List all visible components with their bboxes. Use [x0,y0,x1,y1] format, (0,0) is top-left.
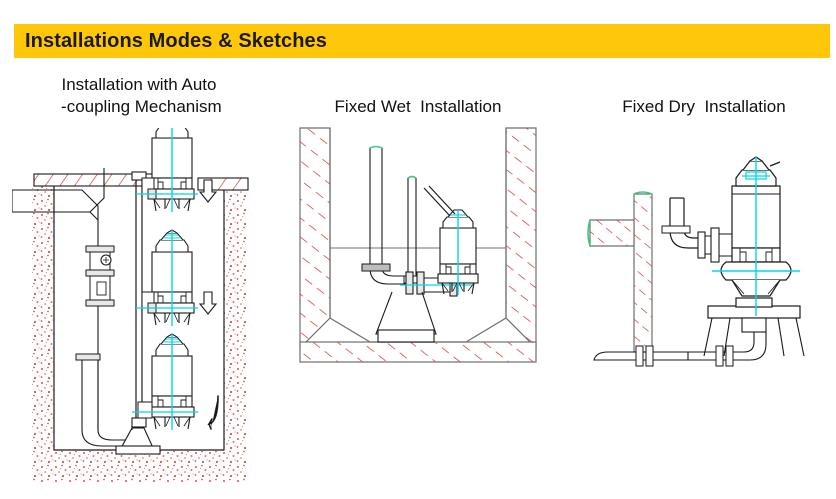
pump-pedestal [375,291,437,343]
pipe-flange [697,227,734,263]
discharge-pipe [12,168,105,430]
sketch-fixed-dry [578,120,828,372]
submersible-pump [711,155,801,317]
sketch-fixed-wet [296,120,540,366]
panel-heading-fixed-dry: Fixed Dry Installation [622,97,786,116]
coupling-engage-arrow [207,395,219,430]
tank-outline [329,128,507,343]
concrete-top-slab [33,173,249,191]
sketch-auto-coupling [12,128,268,494]
submersible-pump [132,333,198,431]
page-title: Installations Modes & Sketches [25,29,327,52]
lifting-chain [423,185,456,217]
submersible-pump [136,229,198,327]
discharge-pipe [593,332,767,367]
title-banner: Installations Modes & Sketches [14,24,830,58]
panel-heading-fixed-wet: Fixed Wet Installation [334,97,502,116]
concrete-wall-hatch [299,127,537,363]
discharge-pipe [661,197,700,249]
concrete-wall-hatch [32,178,246,482]
lowering-direction-arrow [199,291,217,315]
submersible-pump [437,209,479,296]
panel-heading-auto-coupling: Installation with Auto -coupling Mechani… [61,75,222,117]
submersible-pump [136,128,198,213]
check-valve [85,245,115,307]
concrete-wall-hatch [587,191,653,353]
discharge-pipe [361,145,406,285]
guide-rail [403,175,421,284]
pump-pedestal [75,353,161,455]
